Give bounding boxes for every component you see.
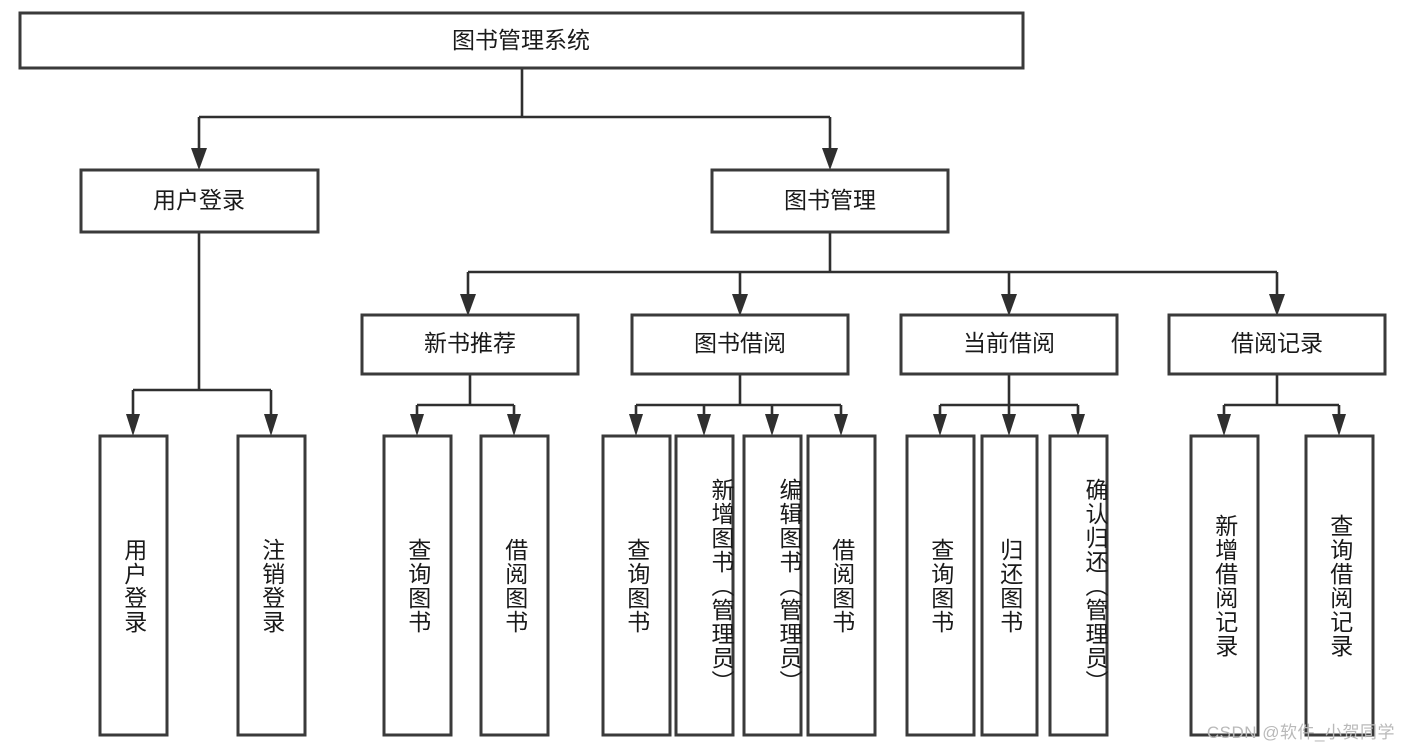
arrow-head-leaf-borrow-book-2 [834,414,848,436]
node-label-current-borrow: 当前借阅 [963,330,1055,356]
node-label-book-borrow: 图书借阅 [694,330,786,356]
node-box-leaf-edit-book[interactable] [742,434,803,737]
node-box-leaf-add-book[interactable] [674,434,735,737]
arrow-head-current-borrow [1001,294,1017,316]
node-box-leaf-borrow-book-1[interactable] [479,434,550,737]
arrow-head-borrow-record [1269,294,1285,316]
node-box-current-borrow[interactable] [899,313,1119,376]
arrow-head-leaf-borrow-book-1 [507,414,521,436]
node-box-leaf-query-book-3[interactable] [905,434,976,737]
node-layer: 图书管理系统 用户登录 图书管理 新书推荐 图书借阅 当前借阅 借阅记录 [18,11,1387,737]
node-box-borrow-record[interactable] [1167,313,1387,376]
arrow-head-leaf-return-book [1002,414,1016,436]
arrow-head-leaf-confirm-return [1071,414,1085,436]
node-label-borrow-record: 借阅记录 [1231,330,1323,356]
node-box-leaf-add-record[interactable] [1189,434,1260,737]
arrow-head-leaf-query-record [1332,414,1346,436]
arrow-head-book-borrow [732,294,748,316]
node-box-new-book-recommend[interactable] [360,313,580,376]
node-label-user-login: 用户登录 [153,187,245,213]
arrow-head-user-login [191,148,207,170]
arrow-head-leaf-add-record [1217,414,1231,436]
node-label-new-book-recommend: 新书推荐 [424,330,516,356]
arrow-head-leaf-query-book-3 [933,414,947,436]
csdn-watermark: CSDN @软件_小贺同学 [1206,723,1395,742]
node-box-user-login[interactable] [79,168,320,234]
arrow-head-leaf-query-book-2 [629,414,643,436]
arrow-head-book-manage [822,148,838,170]
arrow-head-new-book-recommend [460,294,476,316]
arrow-head-leaf-edit-book [765,414,779,436]
arrow-head-leaf-query-book-1 [410,414,424,436]
node-box-leaf-logout-login[interactable] [236,434,307,737]
node-box-title[interactable] [18,11,1025,70]
node-box-leaf-return-book[interactable] [980,434,1039,737]
node-label-book-manage: 图书管理 [784,187,876,213]
node-box-leaf-borrow-book-2[interactable] [806,434,877,737]
node-box-leaf-query-book-2[interactable] [601,434,672,737]
arrow-head-leaf-user-login [126,414,140,436]
connector-layer [126,68,1346,436]
node-box-leaf-query-record[interactable] [1304,434,1375,737]
node-box-leaf-user-login[interactable] [98,434,169,737]
node-box-leaf-query-book-1[interactable] [382,434,453,737]
arrow-head-leaf-logout-login [264,414,278,436]
arrow-head-leaf-add-book [697,414,711,436]
node-box-leaf-confirm-return[interactable] [1048,434,1109,737]
node-box-book-manage[interactable] [710,168,950,234]
node-box-book-borrow[interactable] [630,313,850,376]
node-label-title: 图书管理系统 [452,27,590,53]
